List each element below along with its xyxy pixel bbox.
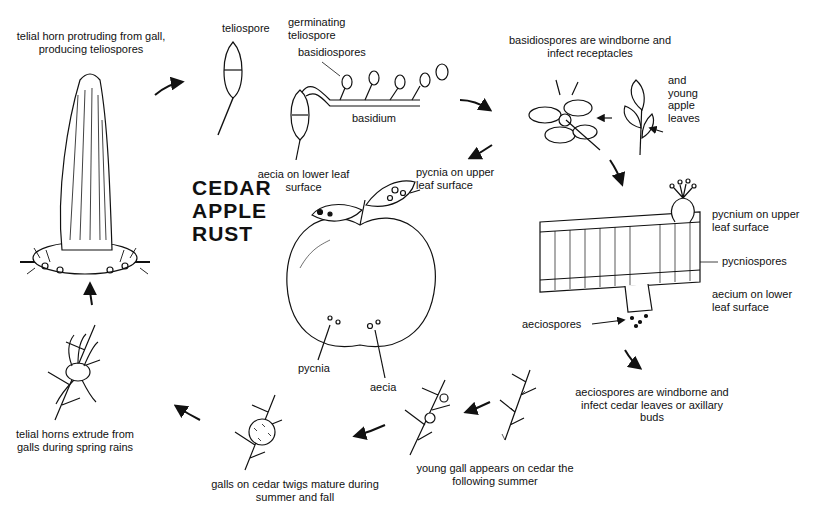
stage-label: galls on cedar twigs mature during summe… <box>200 478 390 503</box>
stage-label: aecia on lower leaf surface <box>256 168 351 193</box>
stage-label: aeciospores are windborne and infect ced… <box>572 386 732 424</box>
stage-label: and young apple leaves <box>668 74 714 125</box>
stage-label: pycnia <box>298 362 348 375</box>
stage-label: basidium <box>352 112 422 125</box>
stage-label: germinating teliospore <box>288 16 368 41</box>
stage-label: basidiospores are windborne and infect r… <box>500 34 680 59</box>
apple-flower <box>529 80 663 155</box>
stage-label: aeciospores <box>522 318 602 331</box>
stage-label: telial horn protruding from gall, produc… <box>6 30 176 55</box>
teliospore <box>218 42 242 135</box>
stage-label: telial horns extrude from galls during s… <box>10 428 140 453</box>
cycle-arrows <box>90 82 640 436</box>
diagram-title: CEDAR APPLE RUST <box>192 176 272 245</box>
apple-fruit <box>287 181 436 378</box>
stage-label: aecia <box>370 381 420 394</box>
stage-label: young gall appears on cedar the followin… <box>395 462 595 487</box>
stage-label: basidiospores <box>298 46 388 59</box>
stage-label: pycniospores <box>722 255 808 268</box>
stage-label: pycnium on upper leaf surface <box>712 208 808 233</box>
telial-horn <box>20 74 150 274</box>
stage-label: aecium on lower leaf surface <box>712 288 808 313</box>
leaf-cross-section <box>540 179 718 328</box>
stage-label: teliospore <box>222 22 292 35</box>
germinating-teliospore <box>291 62 448 160</box>
stage-label: pycnia on upper leaf surface <box>416 166 496 191</box>
